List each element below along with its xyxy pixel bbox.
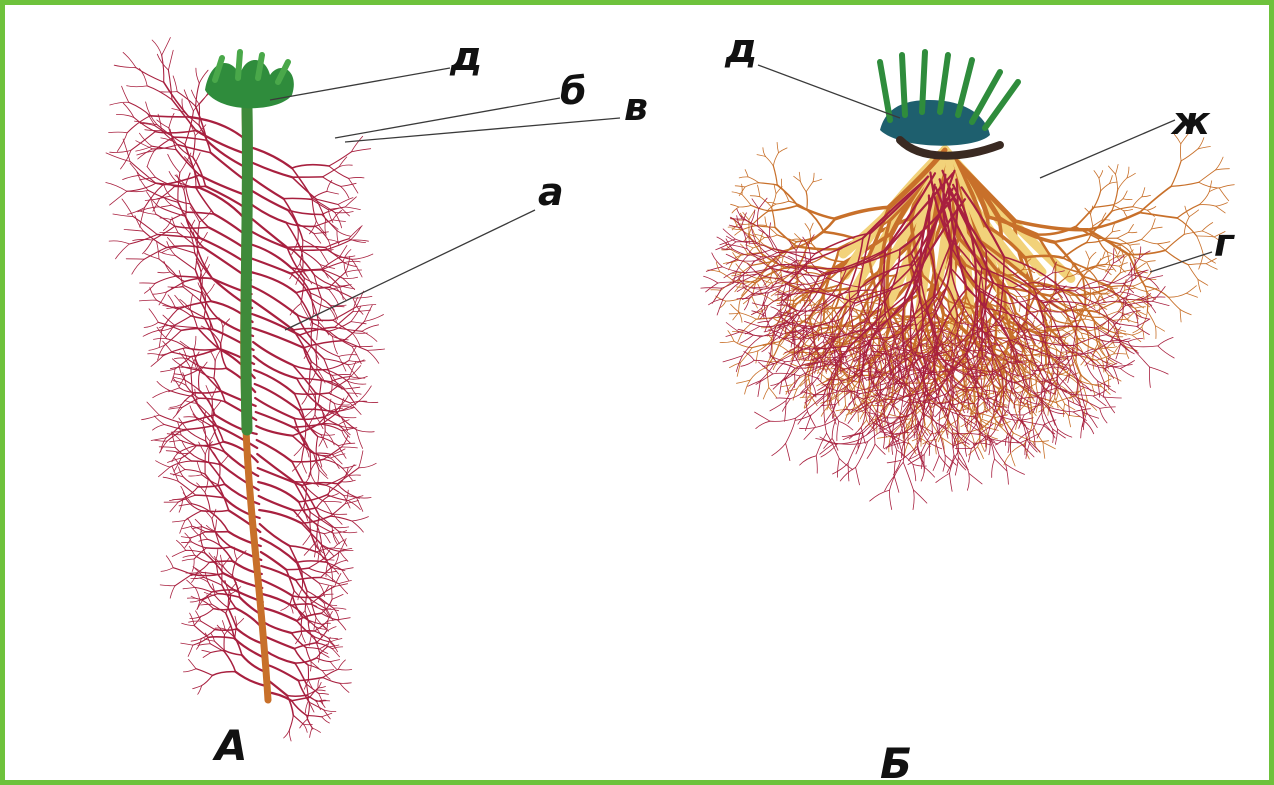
callout-a-d <box>270 68 450 100</box>
callout-b-d <box>758 65 900 118</box>
callout-a-b <box>335 98 560 138</box>
label-a-a: а <box>538 170 564 214</box>
callout-b-zh <box>1040 120 1175 178</box>
fibrous-shoot-base <box>880 52 1018 156</box>
taproot-stem <box>246 108 247 430</box>
label-b-zh: ж <box>1170 99 1211 143</box>
callout-b-g <box>1150 252 1212 272</box>
label-b-g: г <box>1214 221 1235 265</box>
fibrous-roots <box>701 134 1235 510</box>
label-a-b: б <box>560 69 587 113</box>
taproot-shoot-base <box>205 52 294 108</box>
taproot-system-figure <box>106 38 385 742</box>
figure-letter-a: А <box>212 721 248 770</box>
label-b-d: д <box>724 26 757 72</box>
label-a-v: в <box>624 85 648 129</box>
fibrous-root-system-figure <box>701 52 1235 510</box>
callout-a-v <box>345 118 620 142</box>
label-a-d: д <box>449 34 482 80</box>
figure-letter-b: Б <box>880 739 912 785</box>
